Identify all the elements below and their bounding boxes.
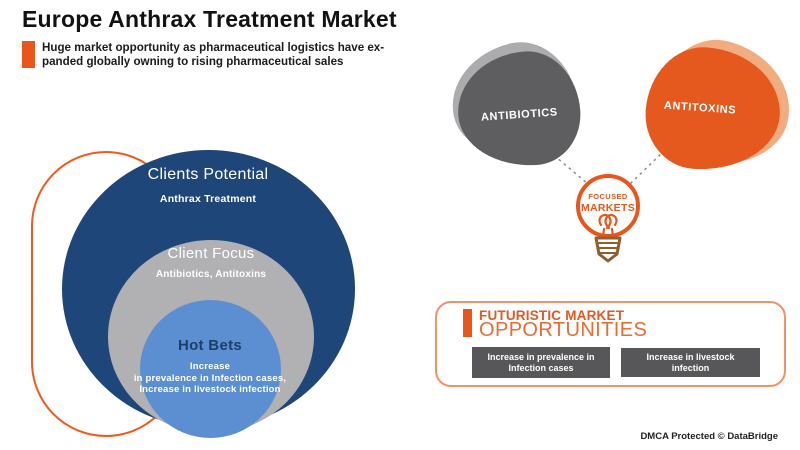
client-focus-title: Client Focus [167,245,255,262]
hot-bets-circle [140,300,281,438]
opportunities-accent-bar [463,309,472,337]
hot-bets-label: Hot Bets Increase in prevalence in Infec… [90,337,330,396]
bulb-base [594,236,622,263]
opportunities-heading-line2: OPPORTUNITIES [479,319,648,341]
client-focus-label: Client Focus Antibiotics, Antitoxins [91,245,331,280]
opportunities-heading-line1: FUTURISTIC MARKET [479,308,625,323]
subtitle-block: Huge market opportunity as pharmaceutica… [22,41,384,68]
page-title: Europe Anthrax Treatment Market [22,6,397,32]
hot-bets-line-2: in prevalence in Infection cases, [133,372,287,384]
clients-potential-title: Clients Potential [147,166,269,183]
futuristic-market-opportunities-panel: FUTURISTIC MARKET OPPORTUNITIES Increase… [435,301,786,387]
dmca-footer: DMCA Protected © DataBridge [640,431,778,442]
bulb-filament [598,213,618,239]
hot-bets-title: Hot Bets [177,337,243,354]
lightbulb-icon [576,174,640,238]
clients-potential-label: Clients Potential Anthrax Treatment [88,166,328,205]
dotted-connector-right [629,149,666,185]
antibiotics-label: ANTIBIOTICS [480,106,559,124]
opportunity-item-prevalence: Increase in prevalence in Infection case… [467,347,610,385]
client-focus-subtitle: Antibiotics, Antitoxins [155,269,267,280]
opportunity-item-livestock: Increase in livestock infection [616,348,760,384]
clients-potential-subtitle: Anthrax Treatment [159,193,257,205]
focused-markets-diagram: FOCUSED MARKETS ANTIBIOTICS ANTITOXINS [440,27,800,290]
hot-bets-details: Increase in prevalence in Infection case… [90,361,330,396]
bulb-and-connectors-graphic: FOCUSED MARKETS [548,149,666,263]
subtitle-line-1: Huge market opportunity as pharmaceutica… [42,41,385,54]
opportunity-item-prevalence-text: Increase in prevalence in Infection case… [487,352,595,373]
bulb-text-markets: MARKETS [581,202,635,214]
subtitle-accent-bar [22,41,35,68]
bulb-text-focused: FOCUSED [588,192,628,201]
subtitle-line-2: panded globally owning to rising pharmac… [42,54,344,68]
hot-bets-line-3: Increase in livestock infection [139,384,281,395]
opportunity-item-livestock-text: Increase in livestock infection [646,352,735,373]
hot-bets-line-1: Increase [189,361,231,372]
antitoxins-label: ANTITOXINS [663,99,737,117]
subtitle-text: Huge market opportunity as pharmaceutica… [42,41,384,68]
